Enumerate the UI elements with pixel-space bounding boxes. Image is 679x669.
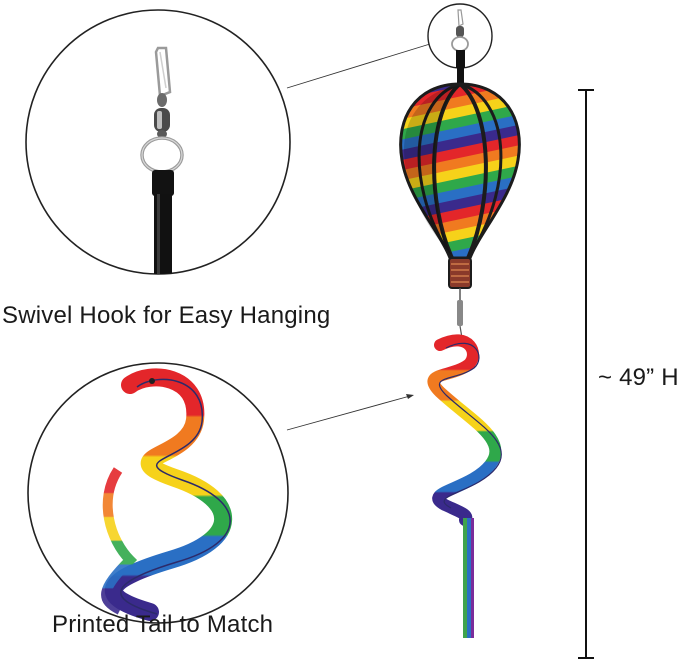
hook-caption: Swivel Hook for Easy Hanging [2,302,331,329]
swivel-hook-icon [25,9,291,275]
balloon-pole [457,68,464,92]
height-caption: ~ 49” H [598,364,679,391]
tail-leader-arrow [406,394,414,399]
hook-detail-circle [427,3,493,69]
hook-leader-line [286,43,431,89]
spiral-tail-icon [27,362,289,624]
rainbow-balloon-icon [399,82,521,339]
tail-caption: Printed Tail to Match [52,611,274,638]
balloon-spiral-tail [427,334,502,638]
height-dimension-icon [578,89,594,659]
tail-leader-line [286,395,411,431]
